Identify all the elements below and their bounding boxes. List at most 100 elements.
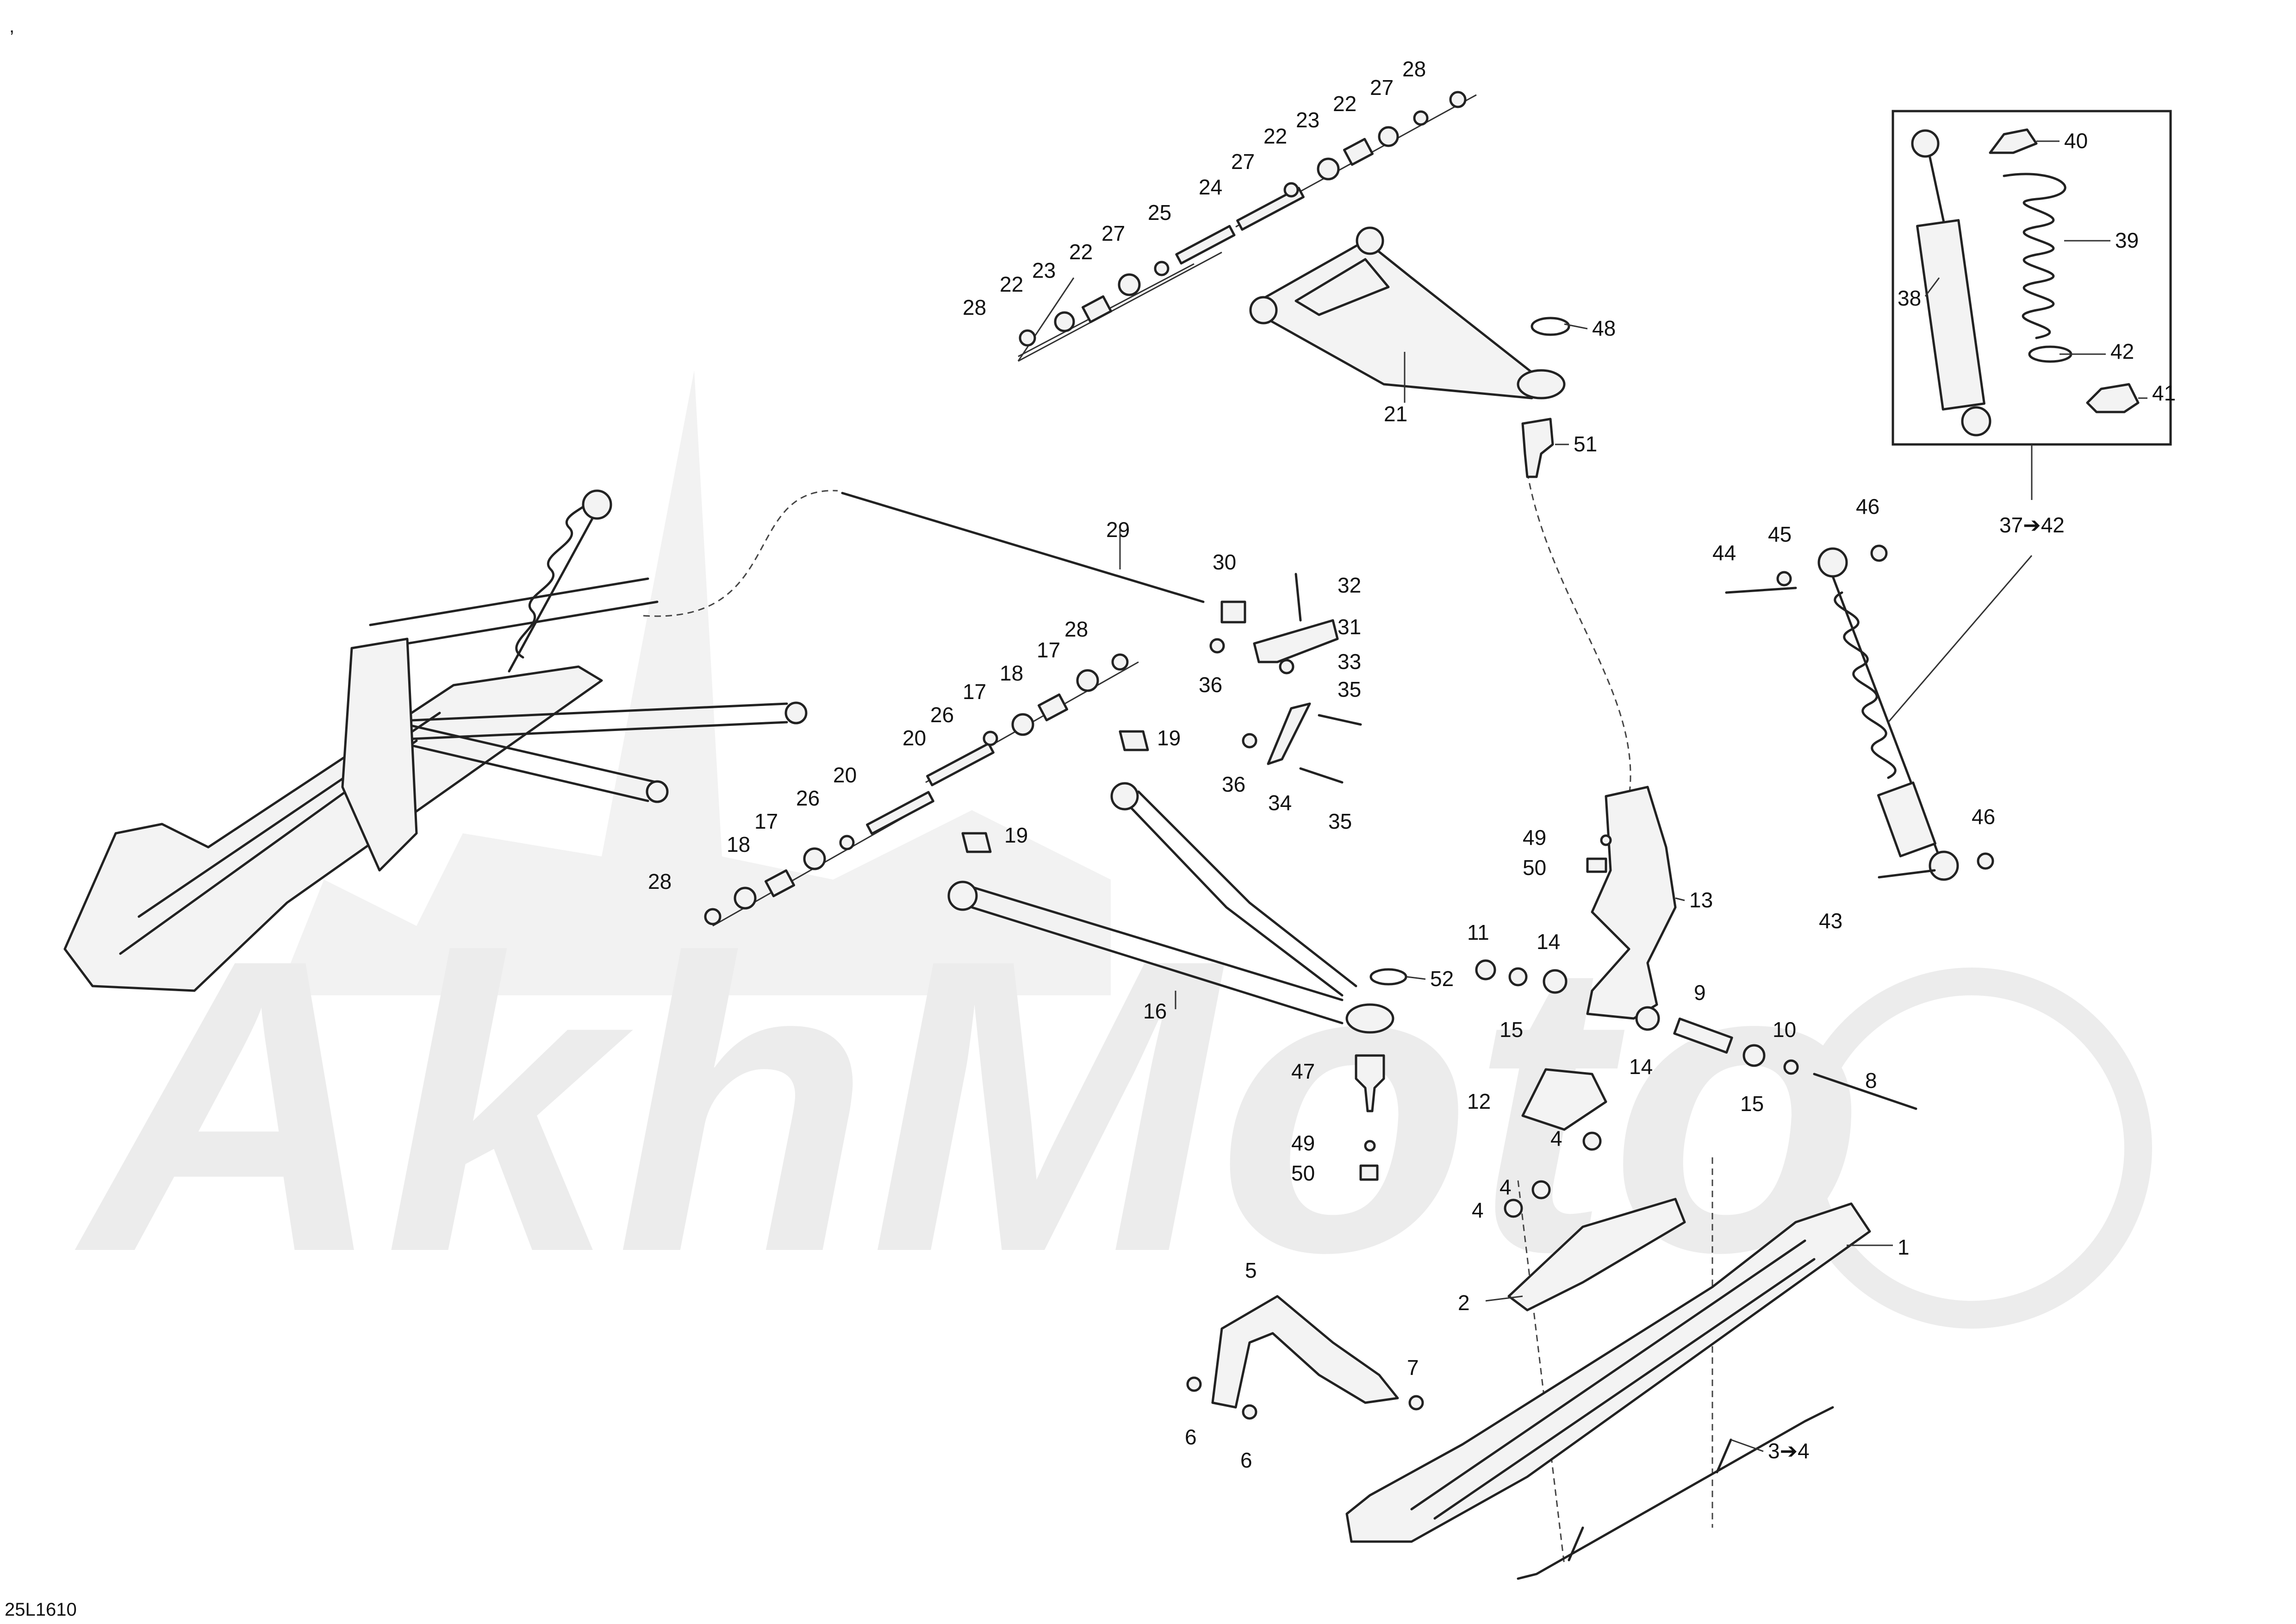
bolt-6-left xyxy=(1186,1376,1202,1392)
snap-ring-52 xyxy=(1369,968,1407,986)
sleeve-9 xyxy=(1673,1018,1733,1054)
callout-20a: 20 xyxy=(902,726,926,750)
nut-4-top xyxy=(1582,1131,1602,1151)
callout-4b: 4 xyxy=(1500,1175,1512,1199)
ski-1-rib xyxy=(1410,1239,1816,1520)
callout-4a: 4 xyxy=(1550,1126,1562,1150)
callout-41: 41 xyxy=(2152,381,2176,405)
callout-29: 29 xyxy=(1106,518,1130,542)
ski-saddle-2 xyxy=(1507,1198,1686,1312)
callout-22d: 22 xyxy=(1333,92,1356,116)
nut-4-mid xyxy=(1531,1180,1551,1199)
callout-23b: 23 xyxy=(1296,108,1319,132)
corner-mark: , xyxy=(9,16,14,37)
bolt-35-lower xyxy=(1299,767,1344,784)
bolt-8 xyxy=(1813,1073,1917,1110)
nut-50-upper xyxy=(1586,857,1607,873)
callout-52: 52 xyxy=(1430,967,1454,991)
callout-22b: 22 xyxy=(1069,240,1093,264)
snap-ring-48 xyxy=(1531,317,1570,336)
callout-22a: 22 xyxy=(1000,272,1023,296)
callout-7: 7 xyxy=(1407,1355,1419,1380)
callout-36b: 36 xyxy=(1222,772,1245,796)
callout-17a: 17 xyxy=(1037,638,1060,662)
callout-36a: 36 xyxy=(1199,673,1222,697)
nut-4-low xyxy=(1504,1199,1523,1218)
callout-35b: 35 xyxy=(1328,809,1352,833)
ref-line-upper-ball-joint xyxy=(1526,472,1631,797)
link-rod-34 xyxy=(1267,702,1311,765)
callout-6a: 6 xyxy=(1185,1425,1197,1449)
lower-hardware-row-upper xyxy=(925,653,1139,787)
callout-44: 44 xyxy=(1712,541,1736,565)
ref-line-sway-bar xyxy=(643,490,838,617)
callout-43: 43 xyxy=(1819,909,1842,933)
upper-hardware-row-1 xyxy=(1017,225,1236,362)
spring-seat-40 xyxy=(1989,128,2038,154)
spacer-15-upper xyxy=(1508,967,1528,987)
bushing-14-upper xyxy=(1543,969,1568,994)
nut-36-upper xyxy=(1209,638,1225,654)
callout-47: 47 xyxy=(1291,1059,1315,1083)
spring-seat-41 xyxy=(2086,383,2140,413)
upper-a-arm xyxy=(1249,226,1566,400)
callout-12: 12 xyxy=(1467,1089,1491,1113)
callout-14a: 14 xyxy=(1537,930,1560,954)
bracket-19-upper xyxy=(1119,730,1149,751)
callout-24: 24 xyxy=(1199,175,1222,199)
ref-line-ski-runner xyxy=(1517,1157,1713,1565)
spring-39 xyxy=(2003,173,2066,339)
spacer-15-lower xyxy=(1742,1044,1766,1067)
callout-20b: 20 xyxy=(833,763,857,787)
bushing-14-lower xyxy=(1635,1006,1660,1031)
ski-1 xyxy=(1345,1202,1871,1543)
ball-joint-47 xyxy=(1355,1054,1385,1112)
callout-1: 1 xyxy=(1898,1235,1910,1259)
callout-4c: 4 xyxy=(1472,1198,1484,1222)
callout-15b: 15 xyxy=(1740,1092,1764,1116)
callout-35a: 35 xyxy=(1338,677,1361,701)
bushing-30 xyxy=(1220,600,1246,624)
callout-40: 40 xyxy=(2064,129,2088,153)
callout-42: 42 xyxy=(2110,339,2134,363)
callout-27b: 27 xyxy=(1231,150,1255,174)
callout-16: 16 xyxy=(1143,999,1167,1023)
callout-2: 2 xyxy=(1458,1291,1470,1315)
assembled-suspension-view xyxy=(63,489,808,992)
callout-25: 25 xyxy=(1148,200,1171,225)
lower-a-arm xyxy=(947,782,1394,1034)
watermark-city-silhouette xyxy=(93,370,1111,995)
callout-28a: 28 xyxy=(963,295,986,319)
watermark-bike-wheel xyxy=(1791,968,2153,1329)
assembled-upper-arm xyxy=(369,577,659,650)
callout-28d: 28 xyxy=(648,869,672,893)
shock-absorber-38 xyxy=(1911,129,1991,437)
leader-lines xyxy=(1119,140,2147,1452)
callout-31: 31 xyxy=(1338,615,1361,639)
assembled-ball-joint-right xyxy=(646,780,669,803)
lower-hardware-row-lower xyxy=(704,791,934,927)
callout-13: 13 xyxy=(1689,888,1713,912)
callout-5: 5 xyxy=(1245,1258,1257,1282)
callout-9: 9 xyxy=(1694,981,1706,1005)
callout-30: 30 xyxy=(1213,550,1236,574)
sway-bar-29 xyxy=(841,492,1205,603)
callout-45: 45 xyxy=(1768,522,1792,546)
callout-50b: 50 xyxy=(1291,1161,1315,1185)
callout-49a: 49 xyxy=(1523,825,1546,849)
washer-49-upper xyxy=(1600,834,1612,846)
callout-28c: 28 xyxy=(1064,617,1088,641)
callout-26b: 26 xyxy=(796,786,820,810)
callout-37: 37➔42 xyxy=(1999,513,2065,537)
callout-17c: 17 xyxy=(754,809,778,833)
nut-36-lower xyxy=(1242,733,1257,749)
callout-46b: 46 xyxy=(1972,805,1995,829)
callout-22c: 22 xyxy=(1263,124,1287,148)
callout-19b: 19 xyxy=(1004,823,1028,847)
callout-34: 34 xyxy=(1268,791,1292,815)
drawing-code: 25L1610 xyxy=(5,1599,77,1620)
detail-box-leader-2 xyxy=(1887,555,2033,723)
callout-8: 8 xyxy=(1865,1068,1877,1093)
callout-27a: 27 xyxy=(1101,221,1125,245)
